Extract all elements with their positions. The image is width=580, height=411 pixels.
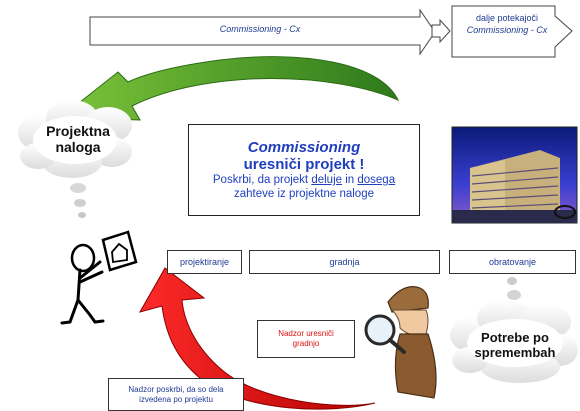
center-line1-deluje: deluje	[311, 174, 343, 186]
center-commissioning-box: Commissioning uresniči projekt ! Poskrbi…	[188, 124, 420, 216]
right-thought-cloud	[450, 277, 578, 383]
center-subtitle: uresniči projekt !	[243, 156, 365, 173]
continuing-box: dalje potekajoči Commissioning - Cx	[452, 12, 562, 36]
building-photo-icon	[451, 126, 578, 224]
cloud-left-text: Projektna naloga	[38, 123, 118, 155]
supervision-note-line1: Nadzor uresniči	[278, 329, 334, 338]
connector-arrow	[431, 18, 451, 44]
detective-magnifier-icon	[364, 286, 437, 399]
center-line1: Poskrbi, da projekt deluje in dosega	[213, 173, 395, 187]
continuing-line2: Commissioning - Cx	[466, 25, 548, 35]
center-line2: zahteve iz projektne naloge	[233, 188, 374, 200]
center-line1-prefix: Poskrbi, da projekt	[212, 174, 312, 186]
continuing-line1: dalje potekajoči	[475, 13, 539, 23]
continuing-arrow	[451, 5, 573, 58]
cloud-left-line2: naloga	[55, 139, 101, 155]
supervision-bottom-box: Nadzor poskrbi, da so dela izvedena po p…	[108, 378, 244, 411]
supervision-note-box: Nadzor uresniči gradnjo	[257, 320, 355, 358]
left-thought-cloud	[18, 100, 132, 218]
supervision-note-line2: gradnjo	[292, 339, 320, 348]
phase-operation-box: obratovanje	[449, 250, 576, 274]
center-line1-dosega: dosega	[357, 174, 396, 186]
stick-figure-with-house-icon	[60, 230, 138, 325]
phase-design-box: projektiranje	[167, 250, 242, 274]
cloud-right-line2: spremembah	[474, 345, 556, 360]
top-arrow-label: Commissioning - Cx	[219, 24, 301, 34]
cloud-left-line1: Projektna	[46, 123, 110, 139]
supervision-bottom-line1: Nadzor poskrbi, da so dela	[128, 384, 224, 394]
cloud-right-line1: Potrebe po	[481, 330, 549, 345]
center-line1-mid: in	[342, 174, 358, 186]
top-process-arrow	[89, 8, 436, 56]
center-title: Commissioning	[247, 139, 361, 156]
phase-construction-box: gradnja	[249, 250, 440, 274]
red-feedback-arrow	[138, 267, 376, 410]
cloud-right-text: Potrebe po spremembah	[470, 330, 560, 360]
supervision-bottom-line2: izvedena po projektu	[139, 394, 213, 404]
